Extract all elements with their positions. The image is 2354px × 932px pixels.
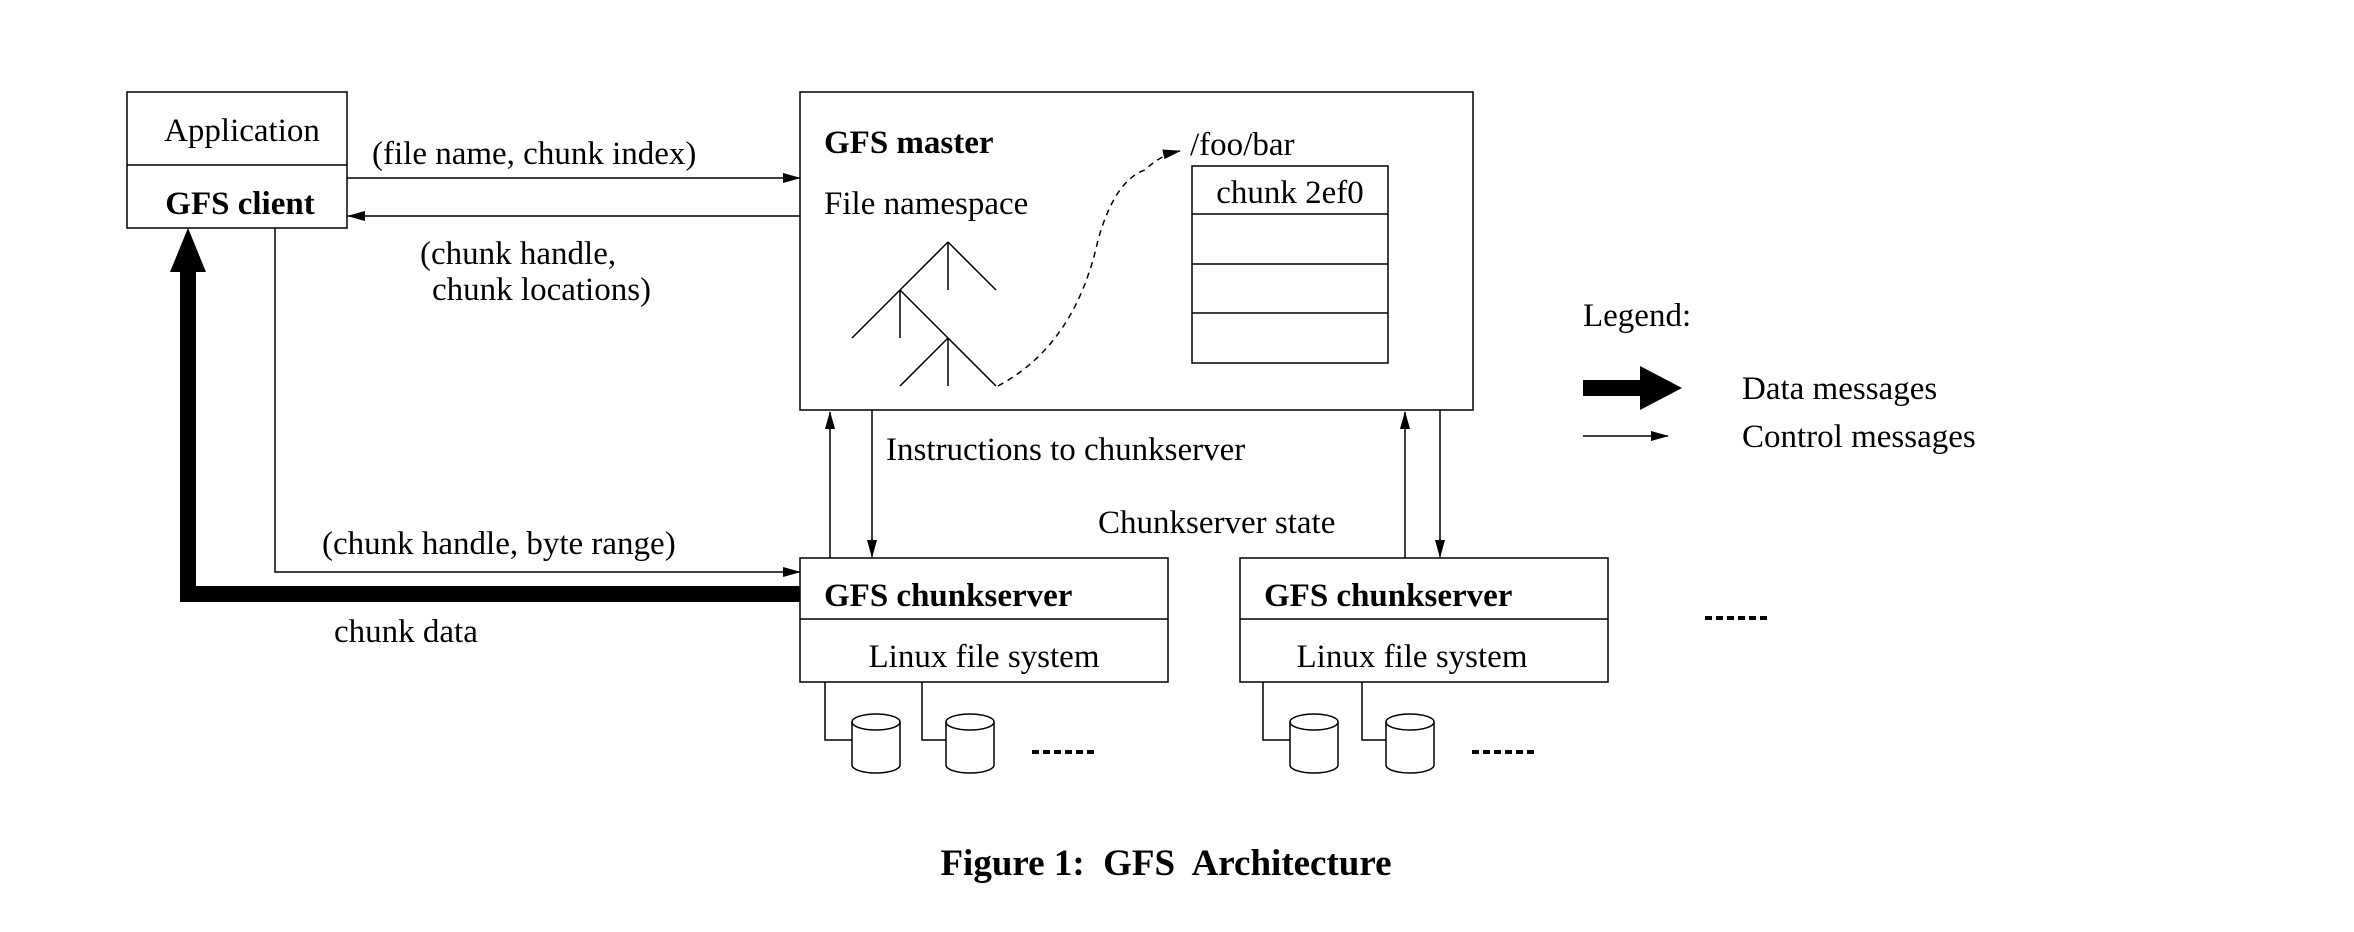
- instructions-label: Instructions to chunkserver: [886, 432, 1245, 468]
- figure-caption: Figure 1: GFS Architecture: [940, 843, 1391, 884]
- client-box: [126, 91, 348, 229]
- chunkserver-2-title: GFS chunkserver: [1264, 578, 1512, 614]
- master-title: GFS master: [824, 125, 994, 161]
- legend-data-messages: Data messages: [1742, 371, 1937, 407]
- chunkserver-2: GFS chunkserver Linux file system: [1239, 557, 1609, 774]
- chunk-data-path: [180, 272, 800, 602]
- legend-title: Legend:: [1583, 298, 1691, 334]
- data-message-legend-arrowhead: [1640, 366, 1682, 410]
- chunkserver-1-box: [799, 557, 1169, 683]
- path-label: /foo/bar: [1190, 127, 1294, 163]
- gfs-client-label: GFS client: [165, 186, 314, 222]
- application-label: Application: [164, 113, 320, 149]
- disk-icon: [851, 713, 901, 774]
- chunk-table: chunk 2ef0: [1191, 165, 1389, 364]
- byte-range-label: (chunk handle, byte range): [322, 526, 676, 562]
- disk-icon: [1289, 713, 1339, 774]
- reply-label-line2: chunk locations): [432, 272, 651, 308]
- chunkserver-1-title: GFS chunkserver: [824, 578, 1072, 614]
- chunkserver-2-box: [1239, 557, 1609, 683]
- chunkserver-1-fs: Linux file system: [869, 639, 1100, 675]
- byte-range-arrow: [274, 228, 801, 577]
- disk-icon: [945, 713, 995, 774]
- disk-icon: [1385, 713, 1435, 774]
- request-label: (file name, chunk index): [372, 136, 696, 172]
- chunk-data-arrowhead: [170, 228, 206, 272]
- chunk-entry-label: chunk 2ef0: [1216, 175, 1364, 211]
- client-block: Application GFS client: [126, 91, 348, 229]
- master-block: GFS master File namespace /foo/bar chunk…: [799, 91, 1474, 411]
- chunkserver-1: GFS chunkserver Linux file system: [799, 557, 1169, 774]
- legend: Legend: Data messages Control messages: [1583, 298, 1976, 455]
- chunk-data-label: chunk data: [334, 614, 478, 650]
- namespace-tree-icon: [851, 241, 997, 387]
- reply-label-line1: (chunk handle,: [420, 236, 616, 272]
- chunkserver-state-label: Chunkserver state: [1098, 505, 1335, 541]
- legend-control-messages: Control messages: [1742, 419, 1976, 455]
- chunkserver-2-fs: Linux file system: [1297, 639, 1528, 675]
- file-namespace-label: File namespace: [824, 186, 1028, 222]
